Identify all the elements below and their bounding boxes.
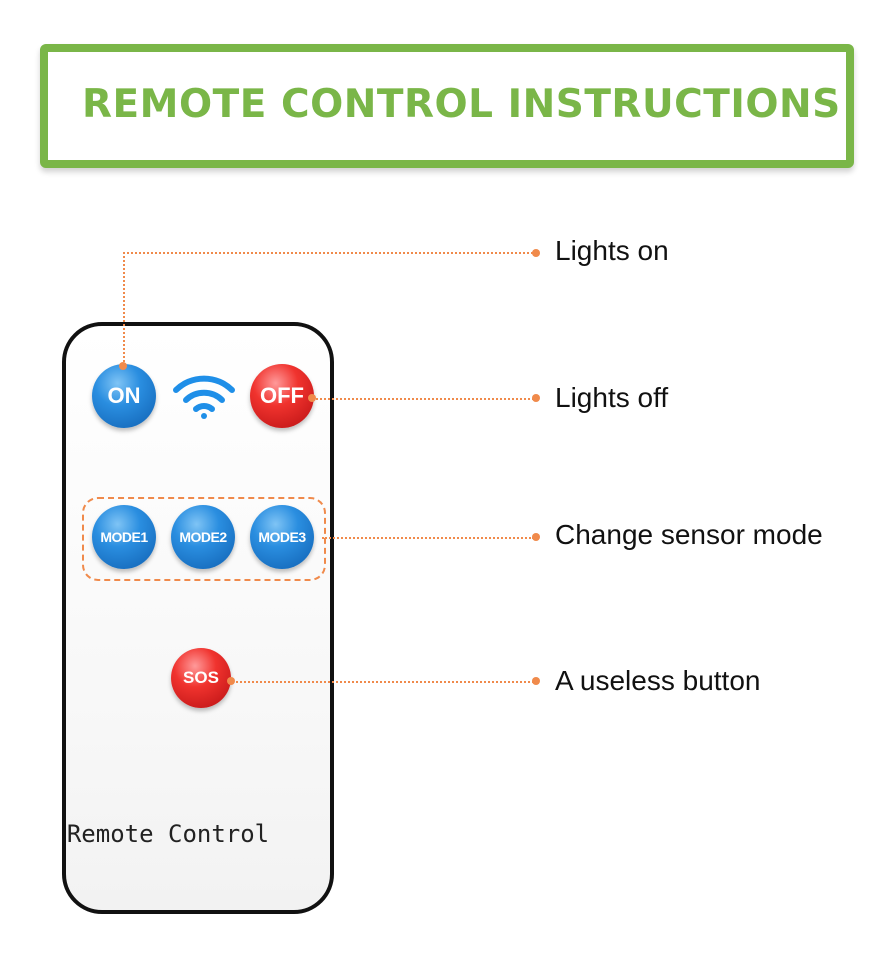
callout-dot-on-button [119,362,127,370]
callout-line-lights-on-vertical [123,252,125,366]
off-button[interactable]: OFF [250,364,314,428]
wifi-icon [173,375,235,419]
page-title: REMOTE CONTROL INSTRUCTIONS [82,82,841,127]
callout-line-sos [231,681,534,683]
callout-dot-sos-button [227,677,235,685]
callout-line-lights-off [312,398,534,400]
mode-button-group [82,497,326,581]
on-button[interactable]: ON [92,364,156,428]
callout-dot-off-button [308,394,316,402]
mode1-button[interactable]: MODE1 [92,505,156,569]
callout-label-lights-off: Lights off [555,382,669,413]
callout-dot-lights-on [532,249,540,257]
title-banner: REMOTE CONTROL INSTRUCTIONS [40,44,854,168]
remote-label: Remote Control [66,820,270,848]
callout-line-lights-on [123,252,533,254]
callout-dot-change-mode [532,533,540,541]
callout-label-sos: A useless button [555,665,761,696]
callout-dot-sos [532,677,540,685]
sos-button[interactable]: SOS [171,648,231,708]
callout-label-lights-on: Lights on [555,235,669,266]
mode3-button[interactable]: MODE3 [250,505,314,569]
callout-dot-lights-off [532,394,540,402]
mode2-button[interactable]: MODE2 [171,505,235,569]
callout-label-change-mode: Change sensor mode [555,519,823,550]
callout-line-change-mode [322,537,534,539]
